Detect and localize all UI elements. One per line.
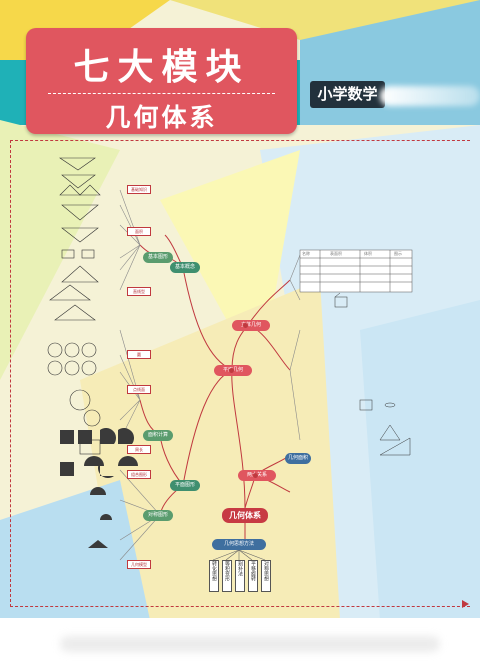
- title-divider: [48, 93, 275, 94]
- tag-composite: 组合图形: [127, 470, 151, 479]
- branch-area-calc[interactable]: 面积计算: [143, 430, 173, 441]
- bottom-strip: [0, 618, 480, 670]
- tag-perimeter: 周长: [127, 445, 151, 454]
- center-node-geometry-system[interactable]: 几何体系: [222, 508, 268, 523]
- tag-straight-line: 直线型: [127, 287, 151, 296]
- title-card: 七大模块 几何体系: [26, 28, 297, 134]
- tag-point-line-plane: 点线面: [127, 385, 151, 394]
- node-dot: [229, 368, 234, 373]
- method-tag: 转化思想: [209, 560, 219, 592]
- tag-circle: 圆: [127, 350, 151, 359]
- branch-composite[interactable]: 平面图形: [170, 480, 200, 491]
- branch-area-formula[interactable]: 几何面积: [285, 453, 311, 464]
- method-tag: 等积变形: [222, 560, 232, 592]
- page-subtitle: 几何体系: [105, 103, 218, 132]
- node-dot: [243, 323, 248, 328]
- method-tag: 对称思想: [261, 560, 271, 592]
- tag-geometry-model: 几何模型: [127, 560, 151, 569]
- bottom-watermark: [60, 636, 440, 652]
- mindmap-frame: [10, 140, 470, 607]
- subject-badge: 小学数学: [310, 81, 385, 108]
- method-node[interactable]: 几何思想方法: [212, 539, 266, 550]
- branch-basic-shape[interactable]: 基本图形: [143, 252, 173, 263]
- frame-arrow-icon: [462, 600, 469, 608]
- page-title: 七大模块: [73, 47, 250, 88]
- tag-area: 面积: [127, 227, 151, 236]
- node-dot: [253, 473, 258, 478]
- branch-solid-geometry[interactable]: 立体几何: [232, 320, 270, 331]
- method-tag: 割补法: [235, 560, 245, 592]
- badge-decoration: [380, 86, 480, 106]
- tag-basic-knowledge: 基础知识: [127, 185, 151, 194]
- method-tag: 平移旋转: [248, 560, 258, 592]
- branch-basic-concept[interactable]: 基本概念: [170, 262, 200, 273]
- branch-symmetry[interactable]: 对称图形: [143, 510, 173, 521]
